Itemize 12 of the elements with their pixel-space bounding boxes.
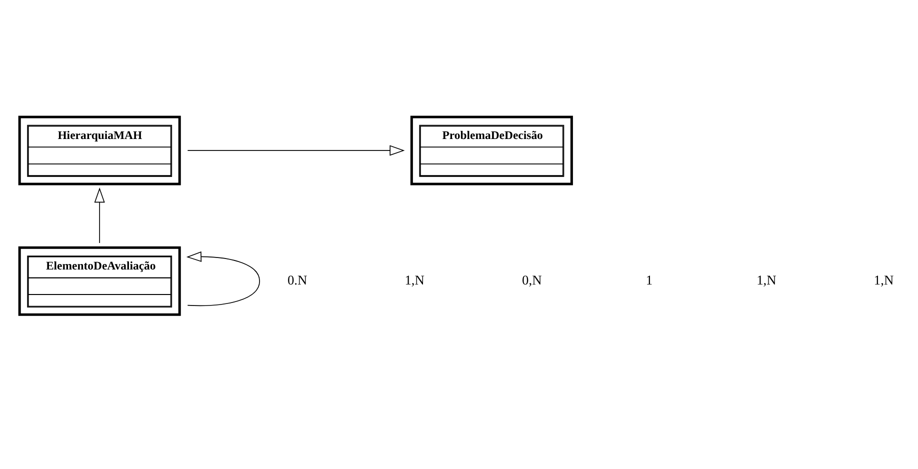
label: 1,N (874, 272, 894, 287)
label: 1,N (756, 272, 776, 287)
node-box: HierarquiaMAH (18, 115, 181, 185)
node-box: ElementoDeAvaliação (18, 246, 181, 316)
label: 1 (646, 272, 653, 287)
arrow (94, 187, 105, 243)
label: 0.N (287, 272, 308, 287)
arrow (187, 144, 405, 156)
node-box: ProblemaDeDecisão (410, 115, 573, 185)
label: 1,N (404, 272, 424, 287)
arrow (186, 250, 260, 306)
label: 0,N (522, 272, 542, 287)
